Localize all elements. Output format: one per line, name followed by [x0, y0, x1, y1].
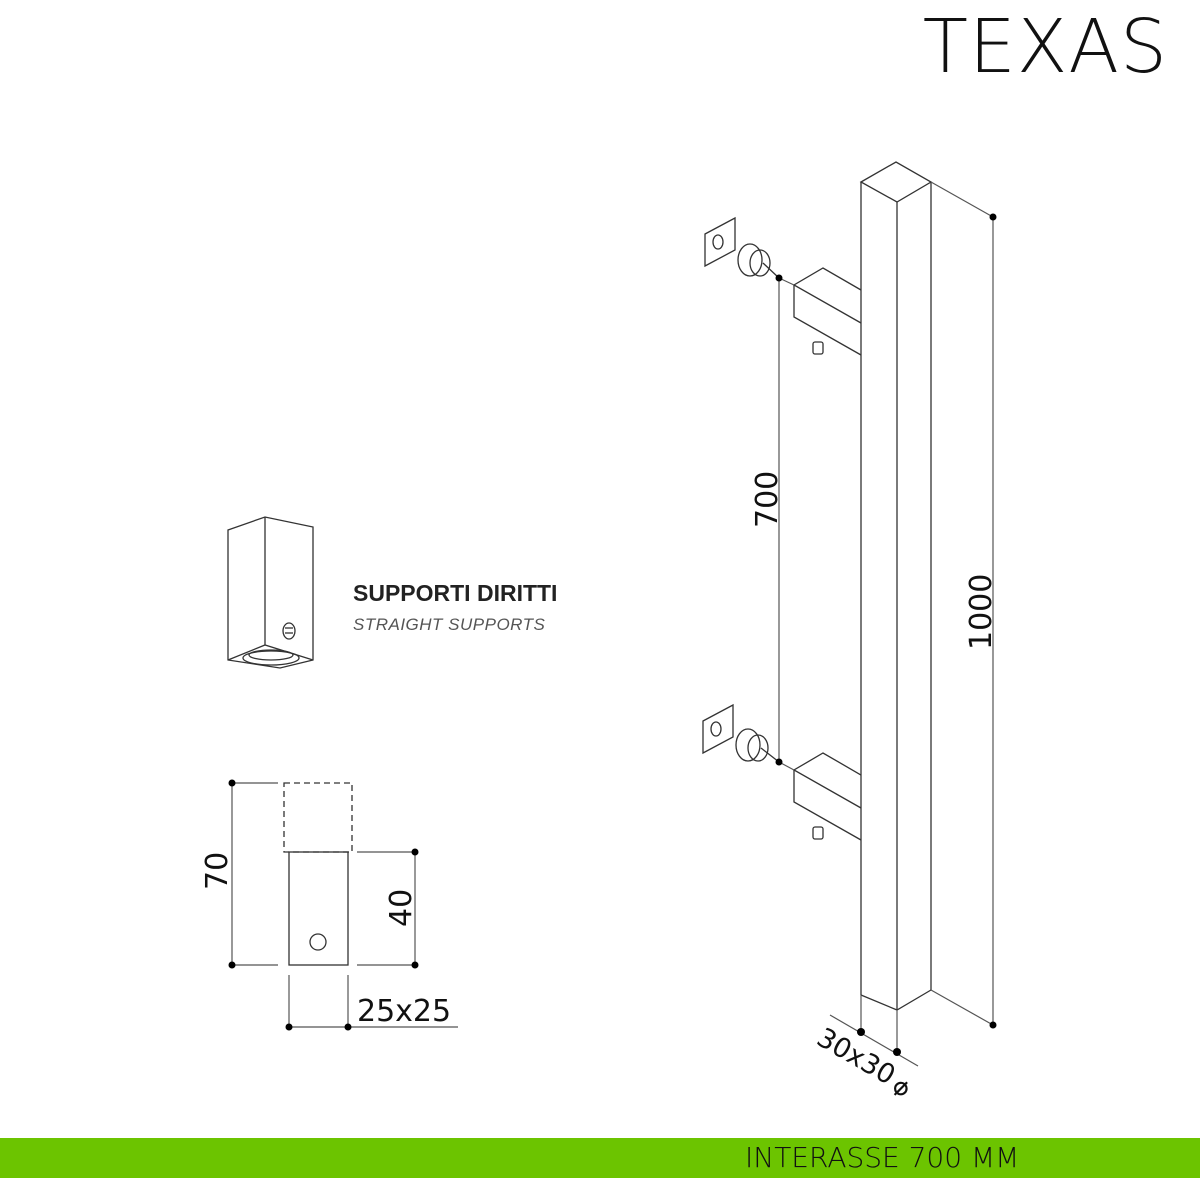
- support-front-view: [228, 779, 458, 1031]
- product-title: TEXAS: [922, 4, 1168, 90]
- supports-label: SUPPORTI DIRITTI: [353, 580, 558, 606]
- dim-40: 40: [384, 889, 419, 927]
- footer-text: INTERASSE 700 MM: [745, 1141, 1020, 1174]
- support-iso-drawing: [227, 516, 314, 669]
- handle-bar-drawing: [702, 161, 997, 1067]
- square-section-symbol: ⌀: [893, 1072, 909, 1102]
- footer-bar: INTERASSE 700 MM: [0, 1138, 1200, 1178]
- supports-sublabel: STRAIGHT SUPPORTS: [353, 615, 546, 634]
- dim-30x30: 30x30: [812, 1022, 901, 1091]
- dim-700: 700: [750, 471, 785, 528]
- dim-25x25: 25x25: [357, 994, 451, 1029]
- dim-1000: 1000: [964, 574, 999, 650]
- dim-70: 70: [200, 852, 235, 890]
